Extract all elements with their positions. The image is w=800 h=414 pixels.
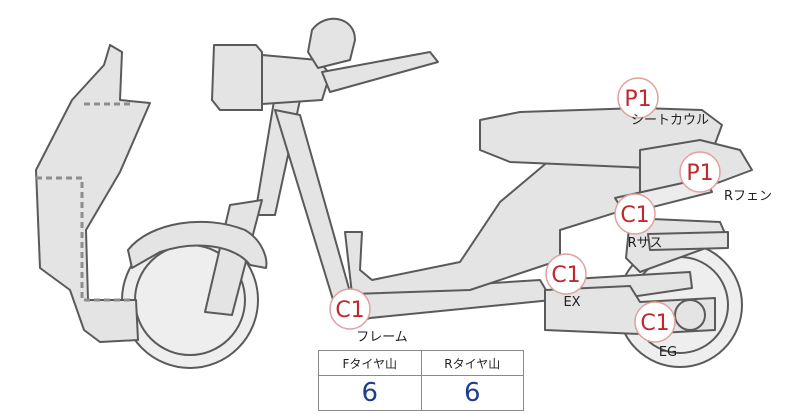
label-engine: EG — [659, 345, 677, 360]
grade-marker-rear-suspension: C1 Rサス — [614, 193, 663, 251]
grade-marker-rear-fender: P1 Rフェン — [679, 151, 772, 204]
rear-tire-value: 6 — [420, 375, 524, 411]
front-cover-dash-frame — [36, 102, 132, 302]
floor-body — [344, 149, 641, 295]
mirror — [307, 17, 356, 69]
grade-marker-exhaust: C1 EX — [545, 253, 587, 310]
grade-text-frame: C1 — [335, 298, 364, 323]
label-frame: フレーム — [356, 330, 408, 345]
front-fender — [127, 220, 268, 269]
headlight — [211, 44, 263, 111]
label-rear-fender: Rフェン — [724, 189, 772, 204]
rear-tire-header: Rタイヤ山 — [420, 350, 524, 376]
grade-text-engine: C1 — [640, 311, 669, 336]
tire-table-header-row: Fタイヤ山 Rタイヤ山 — [318, 350, 524, 376]
grade-marker-seat-cowl: P1 シートカウル — [617, 77, 709, 128]
grade-text-rear-fender: P1 — [686, 161, 713, 186]
label-seat-cowl: シートカウル — [631, 113, 709, 128]
label-rear-suspension: Rサス — [628, 236, 663, 251]
engine-hub — [674, 299, 706, 331]
label-exhaust: EX — [563, 295, 580, 310]
tire-table-value-row: 6 6 — [318, 375, 524, 411]
rear-suspension-body — [647, 231, 729, 251]
grade-marker-engine: C1 EG — [634, 301, 677, 360]
front-tire-header: Fタイヤ山 — [318, 350, 422, 376]
front-tire-value: 6 — [318, 375, 422, 411]
headlight-housing — [261, 54, 331, 105]
front-cover — [35, 44, 151, 343]
grade-text-rear-suspension: C1 — [620, 203, 649, 228]
front-fork-lower — [204, 199, 263, 316]
grade-text-exhaust: C1 — [551, 263, 580, 288]
handlebar — [321, 51, 439, 93]
grade-text-seat-cowl: P1 — [624, 87, 651, 112]
tire-tread-table: Fタイヤ山 Rタイヤ山 6 6 — [318, 350, 524, 411]
grade-marker-frame: C1 フレーム — [329, 288, 408, 345]
